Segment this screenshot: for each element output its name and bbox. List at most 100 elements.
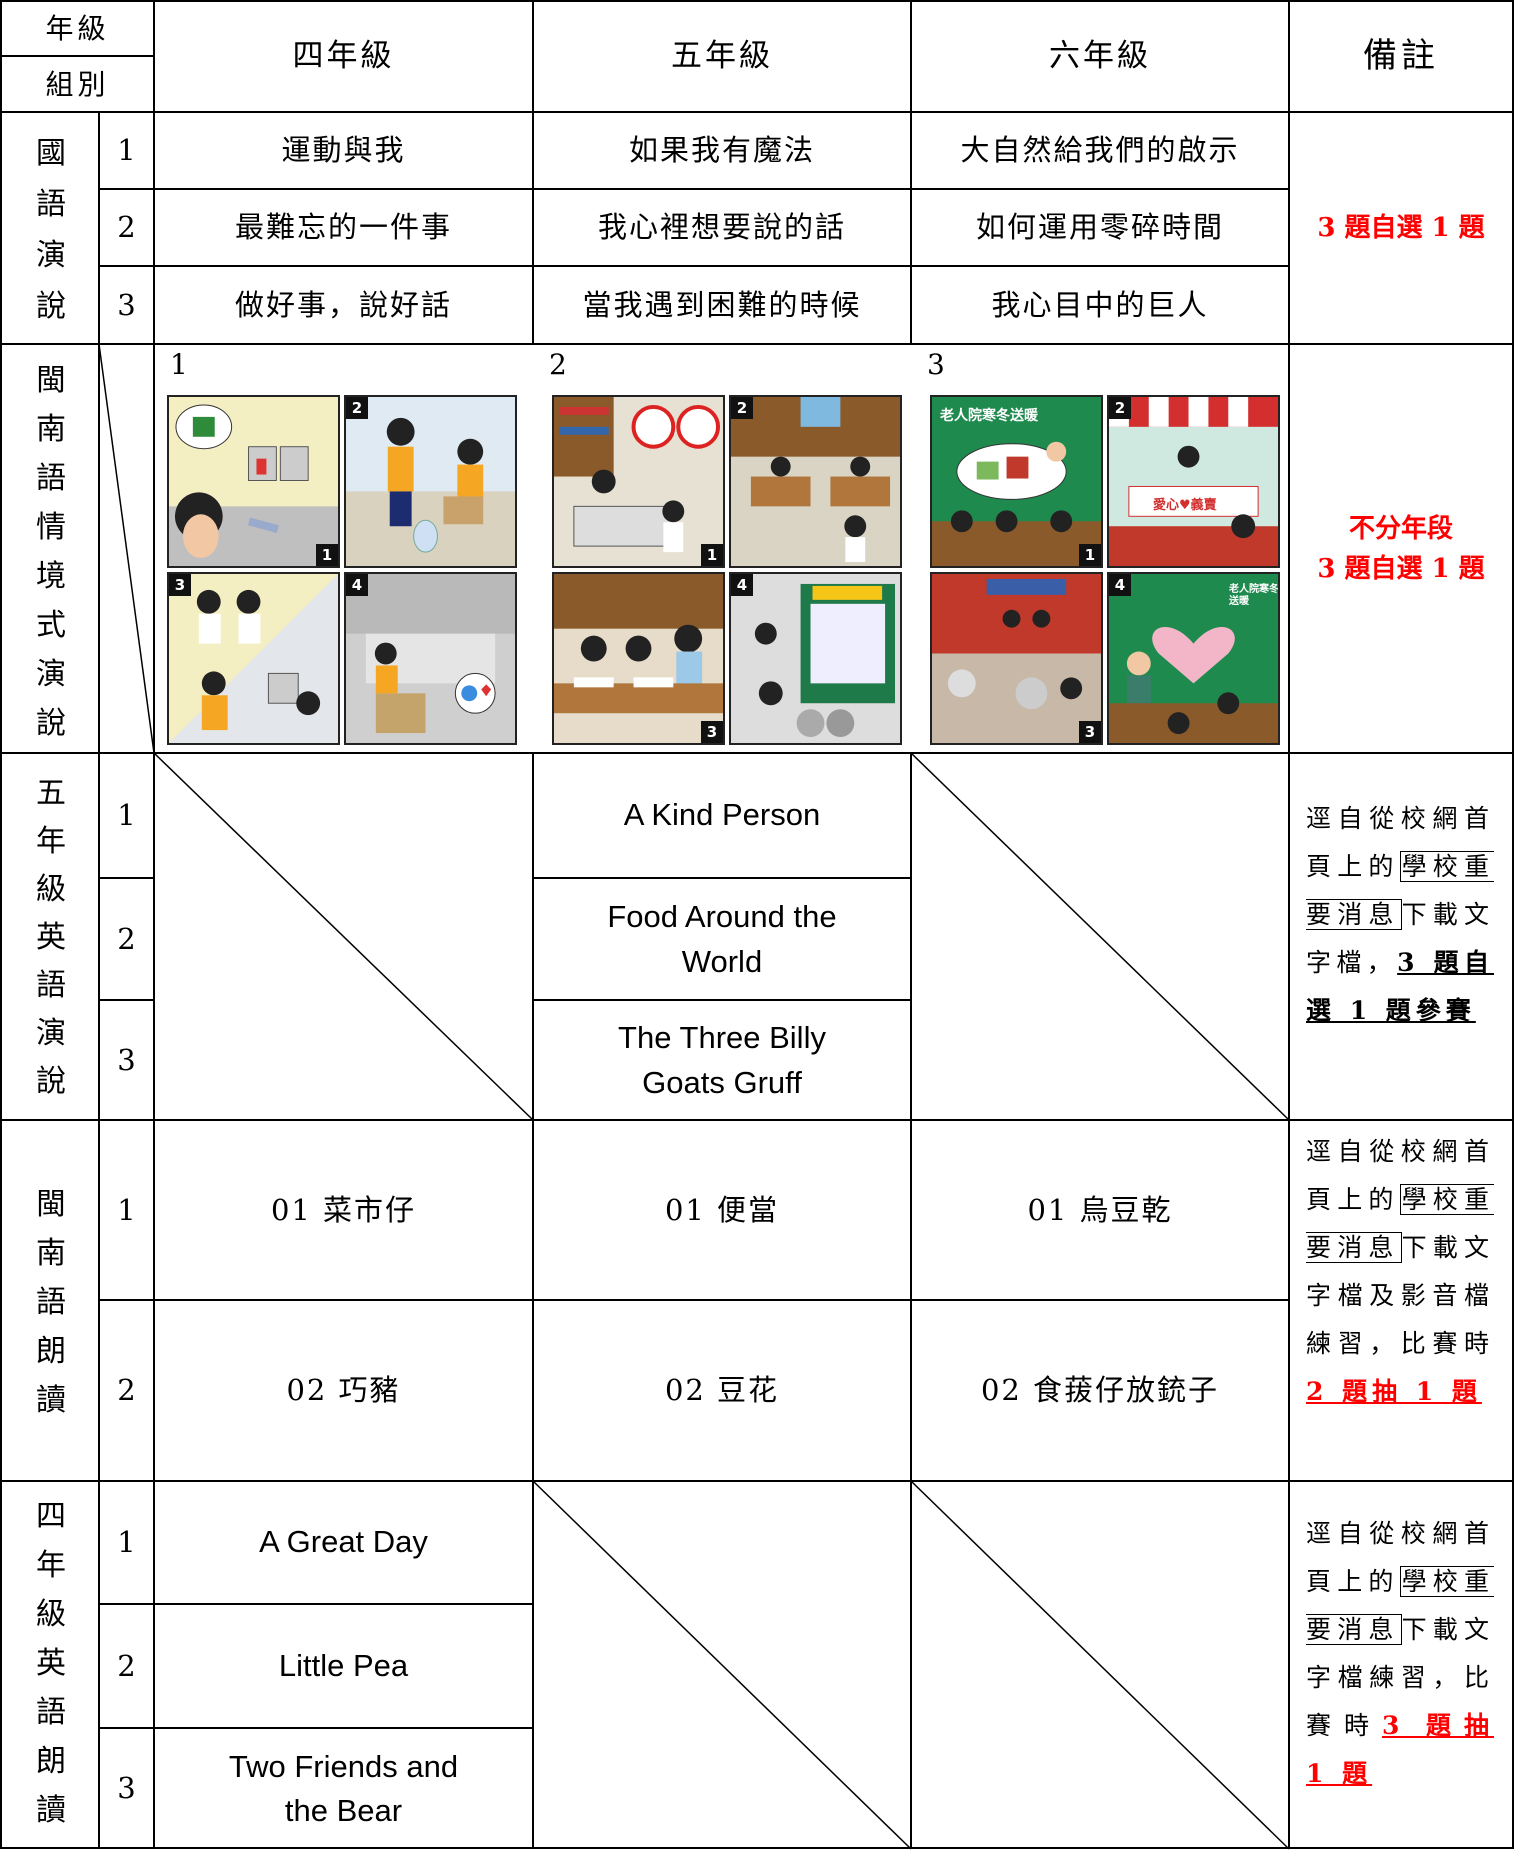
minnan-speech-section-title: 閩南語情境式演說 [30,356,72,748]
english5-row-2-number: 2 [117,921,136,956]
minnan-read-note-text-2: 下載文字檔及影音檔練習，比賽時 [1306,1233,1494,1358]
minnan-topic-3-comic: 老人院寒冬送暖 1 愛心♥義賣 2 3 [930,395,1280,745]
minnan-speech-note-line-1: 不分年段 [1348,513,1453,544]
english5-row-1-number: 1 [117,798,136,833]
minnan-topic-1-comic: 1 2 3 [167,395,517,745]
header-grade-label: 年級 [45,12,110,45]
comic-3-panel-1-caption: 老人院寒冬送暖 [940,408,1038,424]
mandarin-topic-g4-1: 運動與我 [281,133,406,168]
english4-note-text-2: 下載文字檔練習，比賽時 [1306,1615,1494,1740]
comic-3-panel-3: 3 [930,572,1103,745]
sharing-experience-illustration [1109,627,1278,743]
minnan-read-g4-2: 02 巧豬 [286,1373,401,1408]
comic-3-panel-4-caption: 老人院寒冬送暖 [1229,584,1279,607]
minnan-read-note-text-1: 逕自從校網首頁上的 [1306,1137,1494,1214]
minnan-read-title-text: 閩南語朗讀 [36,1187,66,1418]
english5-topic-3: The Three Billy Goats Gruff [618,1020,826,1100]
header-note: 備註 [1363,36,1439,77]
english4-note: 逕自從校網首頁上的學校重要消息下載文字檔練習，比賽時3 題抽 1 題 [1306,1510,1494,1798]
english4-section-title: 四年級英語朗讀 [30,1492,72,1835]
minnan-topic-2-number: 2 [549,348,567,381]
mandarin-topic-g4-2: 最難忘的一件事 [234,210,452,245]
mandarin-title-text: 國語演說 [36,136,66,324]
header-grade-4: 四年級 [292,38,395,75]
comic-2-panel-4: 4 [729,572,902,745]
classroom-discussion-illustration [932,441,1101,566]
english5-note-school-news: 學校重要消息 [1306,851,1494,930]
english5-section-title: 五年級英語演說 [30,770,72,1106]
minnan-topic-2-comic: 1 2 3 [552,395,902,745]
charity-sale-illustration [1109,397,1278,566]
students-reading-illustration [731,397,900,563]
minnan-topic-3-number: 3 [927,348,945,381]
english5-row-3-number: 3 [117,1042,136,1077]
english5-topic-1: A Kind Person [623,797,821,833]
english5-title-text: 五年級英語演說 [36,776,66,1099]
english5-topic-2: Food Around the World [607,899,837,979]
english5-note-rule: 3 題自選 1 題參賽 [1306,948,1494,1025]
comic-1-panel-1: 1 [167,395,340,568]
mandarin-topic-g6-1: 大自然給我們的啟示 [960,133,1240,168]
english4-title-text: 四年級英語朗讀 [36,1499,66,1828]
minnan-speech-note-line-2: 3 題自選 1 題 [1317,553,1485,584]
mandarin-topic-g5-1: 如果我有魔法 [628,133,815,168]
minnan-speech-title-text: 閩南語情境式演說 [36,363,66,741]
comic-2-panel-3: 3 [552,572,725,745]
header-grade-6: 六年級 [1049,38,1151,75]
comic-1-panel-2: 2 [344,395,517,568]
study-table-illustration [554,574,723,714]
english4-note-rule: 3 題抽 1 題 [1306,1711,1494,1788]
english4-note-text-1: 逕自從校網首頁上的 [1306,1519,1494,1596]
comic-3-panel-2: 愛心♥義賣 2 [1107,395,1280,568]
minnan-read-g6-1: 01 烏豆乾 [1027,1192,1173,1227]
minnan-read-row-2-number: 2 [117,1373,136,1408]
english4-topic-2: Little Pea [278,1647,409,1683]
english4-topic-1: A Great Day [259,1524,428,1560]
mandarin-row-1-number: 1 [117,133,136,168]
minnan-read-note: 逕自從校網首頁上的學校重要消息下載文字檔及影音檔練習，比賽時 2 題抽 1 題 [1306,1128,1494,1416]
english4-note-school-news: 學校重要消息 [1306,1566,1494,1645]
minnan-read-g4-1: 01 菜市仔 [270,1192,417,1227]
english4-topic-3: Two Friends and the Bear [228,1748,459,1828]
comic-3-panel-1: 老人院寒冬送暖 1 [930,395,1103,568]
english4-row-1-number: 1 [117,1525,136,1560]
comic-3-panel-2-caption: 愛心♥義賣 [1153,498,1217,513]
mandarin-topic-g6-2: 如何運用零碎時間 [975,210,1224,245]
minnan-read-note-school-news: 學校重要消息 [1306,1184,1494,1263]
english4-row-2-number: 2 [117,1648,136,1683]
minnan-read-section-title: 閩南語朗讀 [30,1180,72,1425]
minnan-read-g6-2: 02 食菝仔放銃子 [980,1373,1220,1408]
mandarin-section-title: 國語演說 [30,128,72,332]
minnan-read-g5-1: 01 便當 [664,1192,780,1227]
clean-environment-illustration [346,574,515,734]
bulletin-board-illustration [754,583,896,738]
mandarin-note: 3 題自選 1 題 [1317,212,1485,243]
english5-note-text-2: 下載文字檔， [1306,900,1494,977]
recycling-scene-illustration [169,404,338,566]
mandarin-topic-g6-3: 我心目中的巨人 [991,287,1209,322]
comic-2-panel-2: 2 [729,395,902,568]
mandarin-row-3-number: 3 [117,287,136,322]
minnan-read-row-1-number: 1 [117,1192,136,1227]
comic-3-panel-4: 老人院寒冬送暖 4 [1107,572,1280,745]
performance-for-elderly-illustration [932,574,1101,743]
header-grade-5: 五年級 [671,38,773,75]
students-sorting-recycling-illustration [169,574,338,743]
students-picking-trash-illustration [346,417,515,566]
mandarin-row-2-number: 2 [117,210,136,245]
minnan-speech-note: 不分年段 3 題自選 1 題 [1289,344,1513,753]
minnan-read-g5-2: 02 豆花 [664,1373,780,1408]
english5-note: 逕自從校網首頁上的學校重要消息下載文字檔，3 題自選 1 題參賽 [1306,795,1494,1035]
mandarin-topic-g4-3: 做好事，說好話 [234,287,452,322]
library-counter-illustration [554,397,721,553]
english5-note-text-1: 逕自從校網首頁上的 [1306,804,1494,881]
minnan-topic-1-number: 1 [170,348,188,381]
mandarin-topic-g5-2: 我心裡想要說的話 [597,210,846,245]
minnan-read-note-rule: 2 題抽 1 題 [1306,1377,1482,1406]
comic-1-panel-4: 4 [344,572,517,745]
english4-row-3-number: 3 [117,1771,136,1806]
mandarin-topic-g5-3: 當我遇到困難的時候 [582,287,862,322]
comic-2-panel-1: 1 [552,395,725,568]
header-group-label: 組別 [45,67,110,101]
